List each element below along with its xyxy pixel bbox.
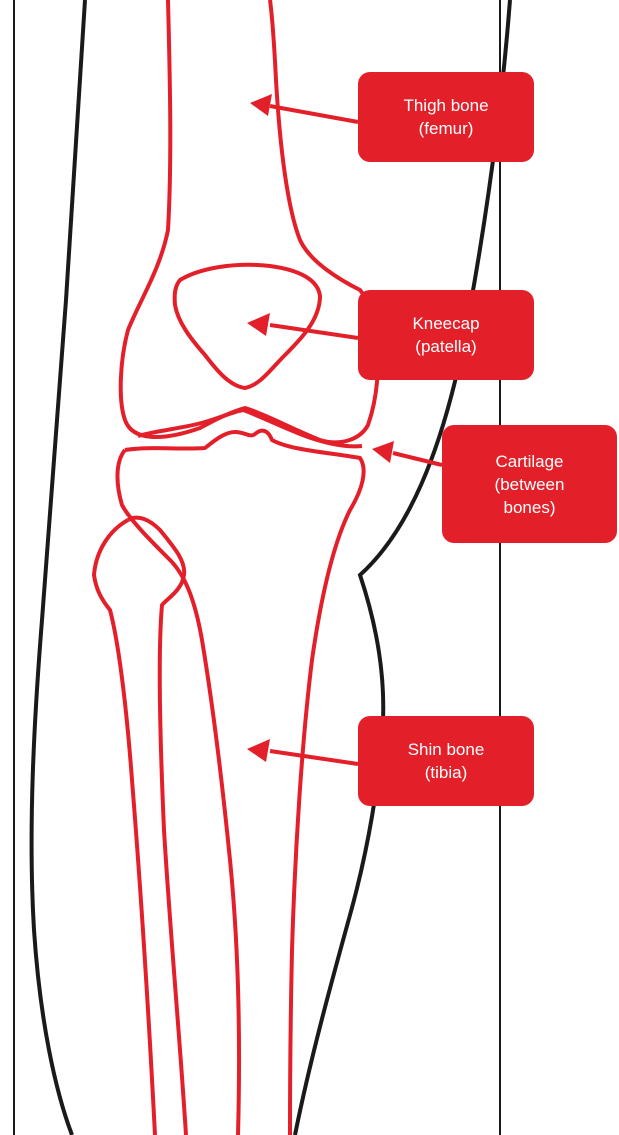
label-cartilage-line1: Cartilage [495, 450, 563, 473]
label-kneecap: Kneecap (patella) [358, 290, 534, 380]
arrow-femur [250, 94, 358, 122]
label-cartilage-line2: (between [495, 473, 565, 496]
label-cartilage-line3: bones) [504, 496, 556, 519]
leg-outline-left [32, 0, 85, 1135]
patella-outline [175, 265, 320, 388]
label-thigh-bone: Thigh bone (femur) [358, 72, 534, 162]
label-thigh-bone-line1: Thigh bone [403, 94, 488, 117]
femur-outline [121, 0, 378, 442]
label-kneecap-line2: (patella) [415, 335, 476, 358]
leg-outline-right [295, 0, 510, 1135]
label-shin-bone-line2: (tibia) [425, 761, 468, 784]
label-kneecap-line1: Kneecap [412, 312, 479, 335]
cartilage-line [138, 410, 362, 446]
label-shin-bone: Shin bone (tibia) [358, 716, 534, 806]
label-cartilage: Cartilage (between bones) [442, 425, 617, 543]
fibula-left-edge [94, 520, 155, 1135]
label-thigh-bone-line2: (femur) [419, 117, 474, 140]
label-shin-bone-line1: Shin bone [408, 738, 485, 761]
